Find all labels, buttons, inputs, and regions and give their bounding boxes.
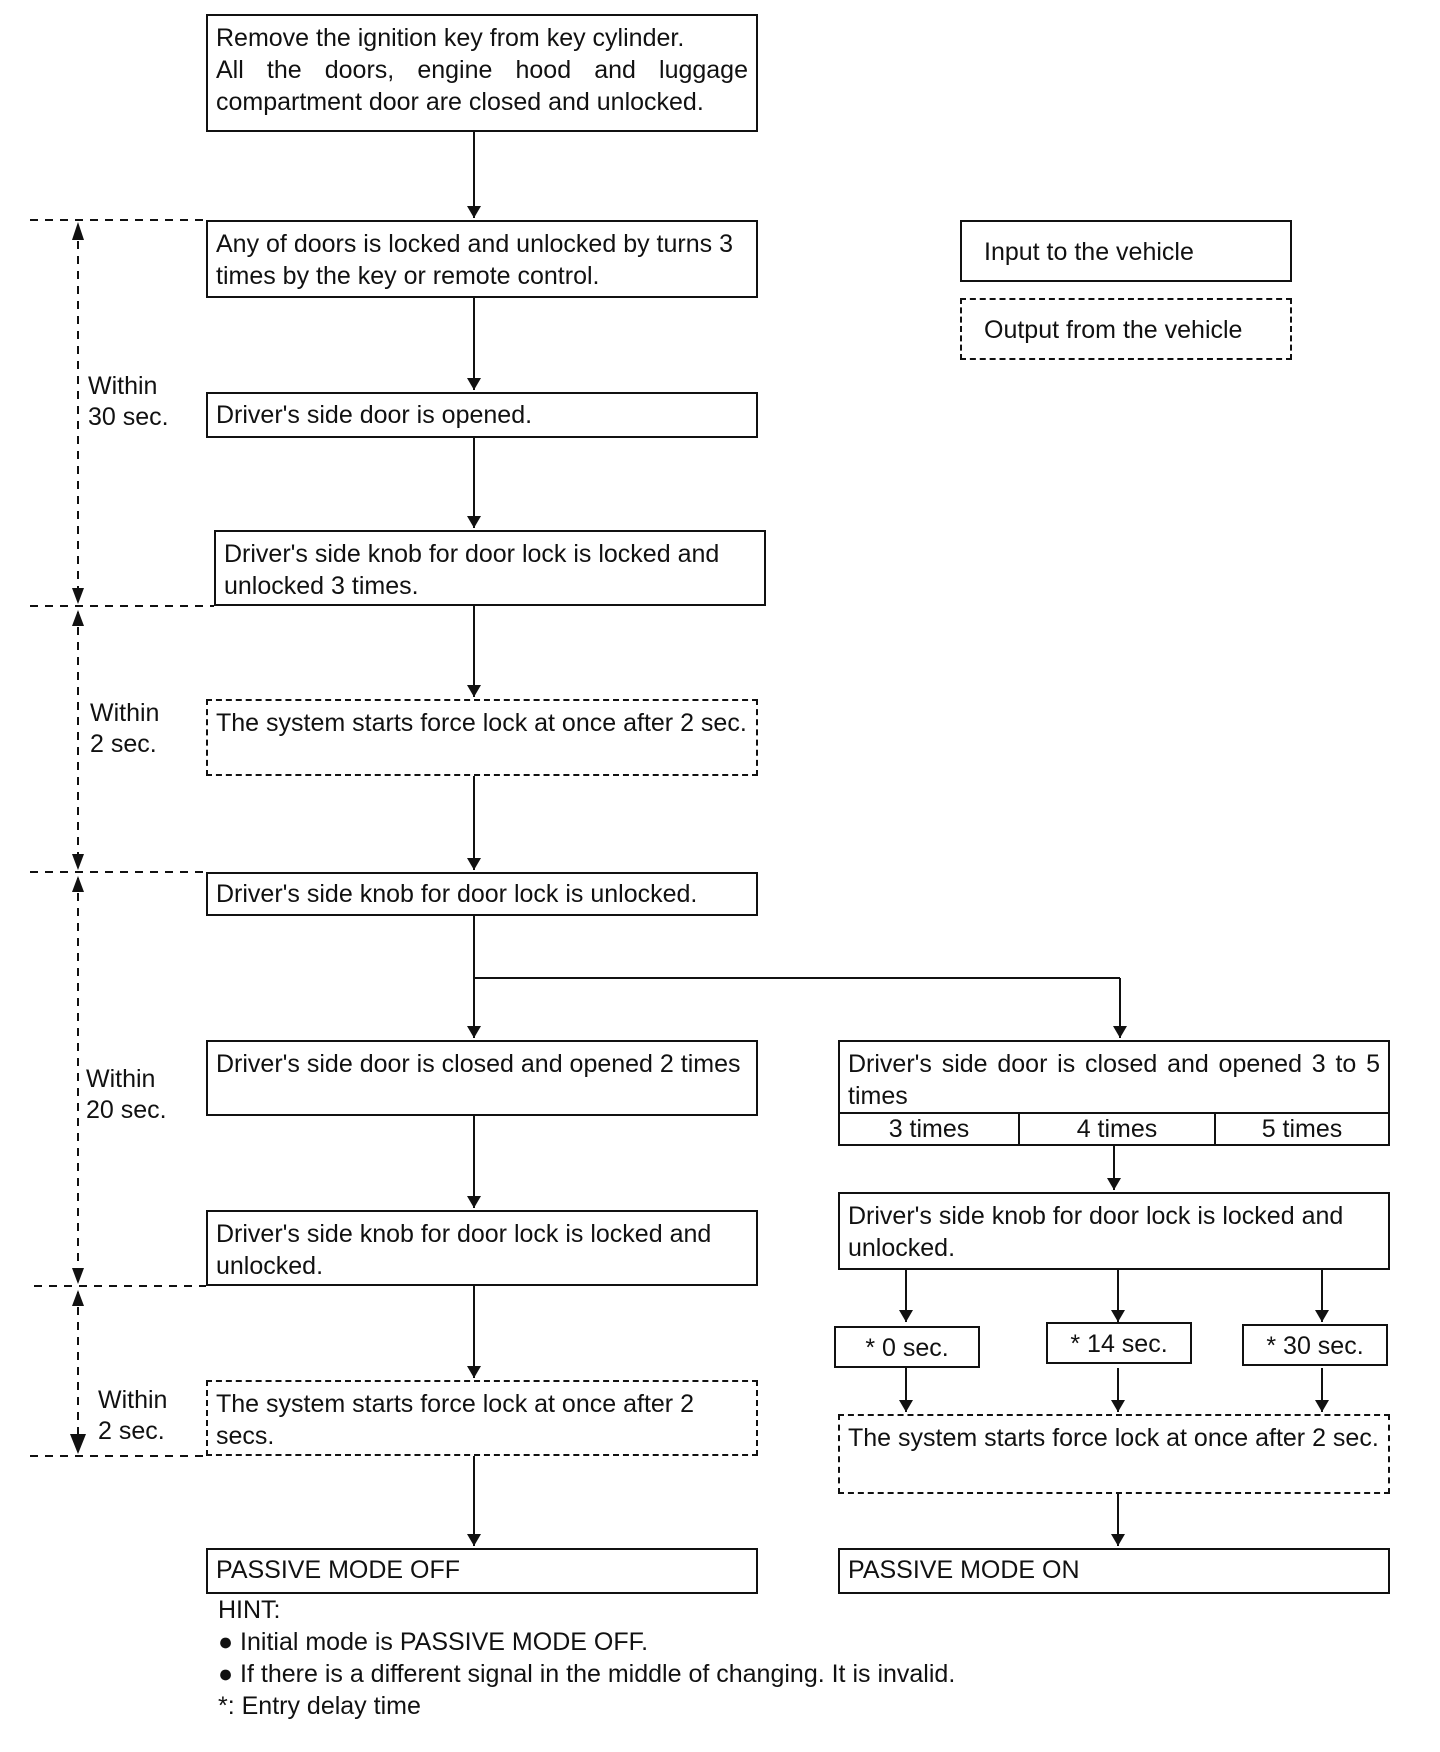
hint-bullet-1: Initial mode is PASSIVE MODE OFF. <box>218 1626 955 1658</box>
step-closed-opened-3-to-5: Driver's side door is closed and opened … <box>838 1040 1390 1114</box>
hint-bullet-2: If there is a different signal in the mi… <box>218 1658 955 1690</box>
output-force-lock-1: The system starts force lock at once aft… <box>206 699 758 776</box>
timing-label-within-2-sec-a: Within 2 sec. <box>90 698 160 760</box>
output-force-lock-3: The system starts force lock at once aft… <box>838 1414 1390 1494</box>
step-door-opened: Driver's side door is opened. <box>206 392 758 438</box>
timing-label-within-20-sec: Within 20 sec. <box>86 1064 167 1126</box>
output-force-lock-2: The system starts force lock at once aft… <box>206 1380 758 1456</box>
delay-0-sec: * 0 sec. <box>834 1326 980 1368</box>
timing-arrowhead <box>72 1268 84 1284</box>
times-selector-row: 3 times 4 times 5 times <box>838 1114 1390 1146</box>
timing-arrowhead <box>70 1434 86 1454</box>
times-cell-5: 5 times <box>1261 1115 1343 1143</box>
timing-arrowhead <box>72 876 84 892</box>
timing-arrowhead <box>72 588 84 604</box>
step-lock-unlock-3-times: Any of doors is locked and unlocked by t… <box>206 220 758 298</box>
step-knob-locked-unlocked-left: Driver's side knob for door lock is lock… <box>206 1210 758 1286</box>
result-passive-mode-off: PASSIVE MODE OFF <box>206 1548 758 1594</box>
hint-title: HINT: <box>218 1596 281 1624</box>
legend-input: Input to the vehicle <box>960 220 1292 282</box>
step-knob-3-times: Driver's side knob for door lock is lock… <box>214 530 766 606</box>
delay-14-sec: * 14 sec. <box>1046 1322 1192 1364</box>
timing-arrowhead <box>72 1290 84 1306</box>
step-knob-locked-unlocked-right: Driver's side knob for door lock is lock… <box>838 1192 1390 1270</box>
times-cell-3: 3 times <box>840 1114 1020 1144</box>
hint-footnote: *: Entry delay time <box>218 1692 421 1720</box>
timing-label-within-2-sec-b: Within 2 sec. <box>98 1385 168 1447</box>
timing-arrowhead <box>72 854 84 870</box>
step-closed-opened-2: Driver's side door is closed and opened … <box>206 1040 758 1116</box>
hint-section: HINT: Initial mode is PASSIVE MODE OFF. … <box>218 1594 955 1722</box>
step-knob-unlocked: Driver's side knob for door lock is unlo… <box>206 872 758 916</box>
delay-30-sec: * 30 sec. <box>1242 1324 1388 1366</box>
timing-label-within-30-sec: Within 30 sec. <box>88 371 169 433</box>
step-remove-key: Remove the ignition key from key cylinde… <box>206 14 758 132</box>
result-passive-mode-on: PASSIVE MODE ON <box>838 1548 1390 1594</box>
times-cell-4: 4 times <box>1020 1114 1216 1144</box>
timing-arrowhead <box>72 222 84 240</box>
timing-arrowhead <box>72 610 84 626</box>
legend-output: Output from the vehicle <box>960 298 1292 360</box>
